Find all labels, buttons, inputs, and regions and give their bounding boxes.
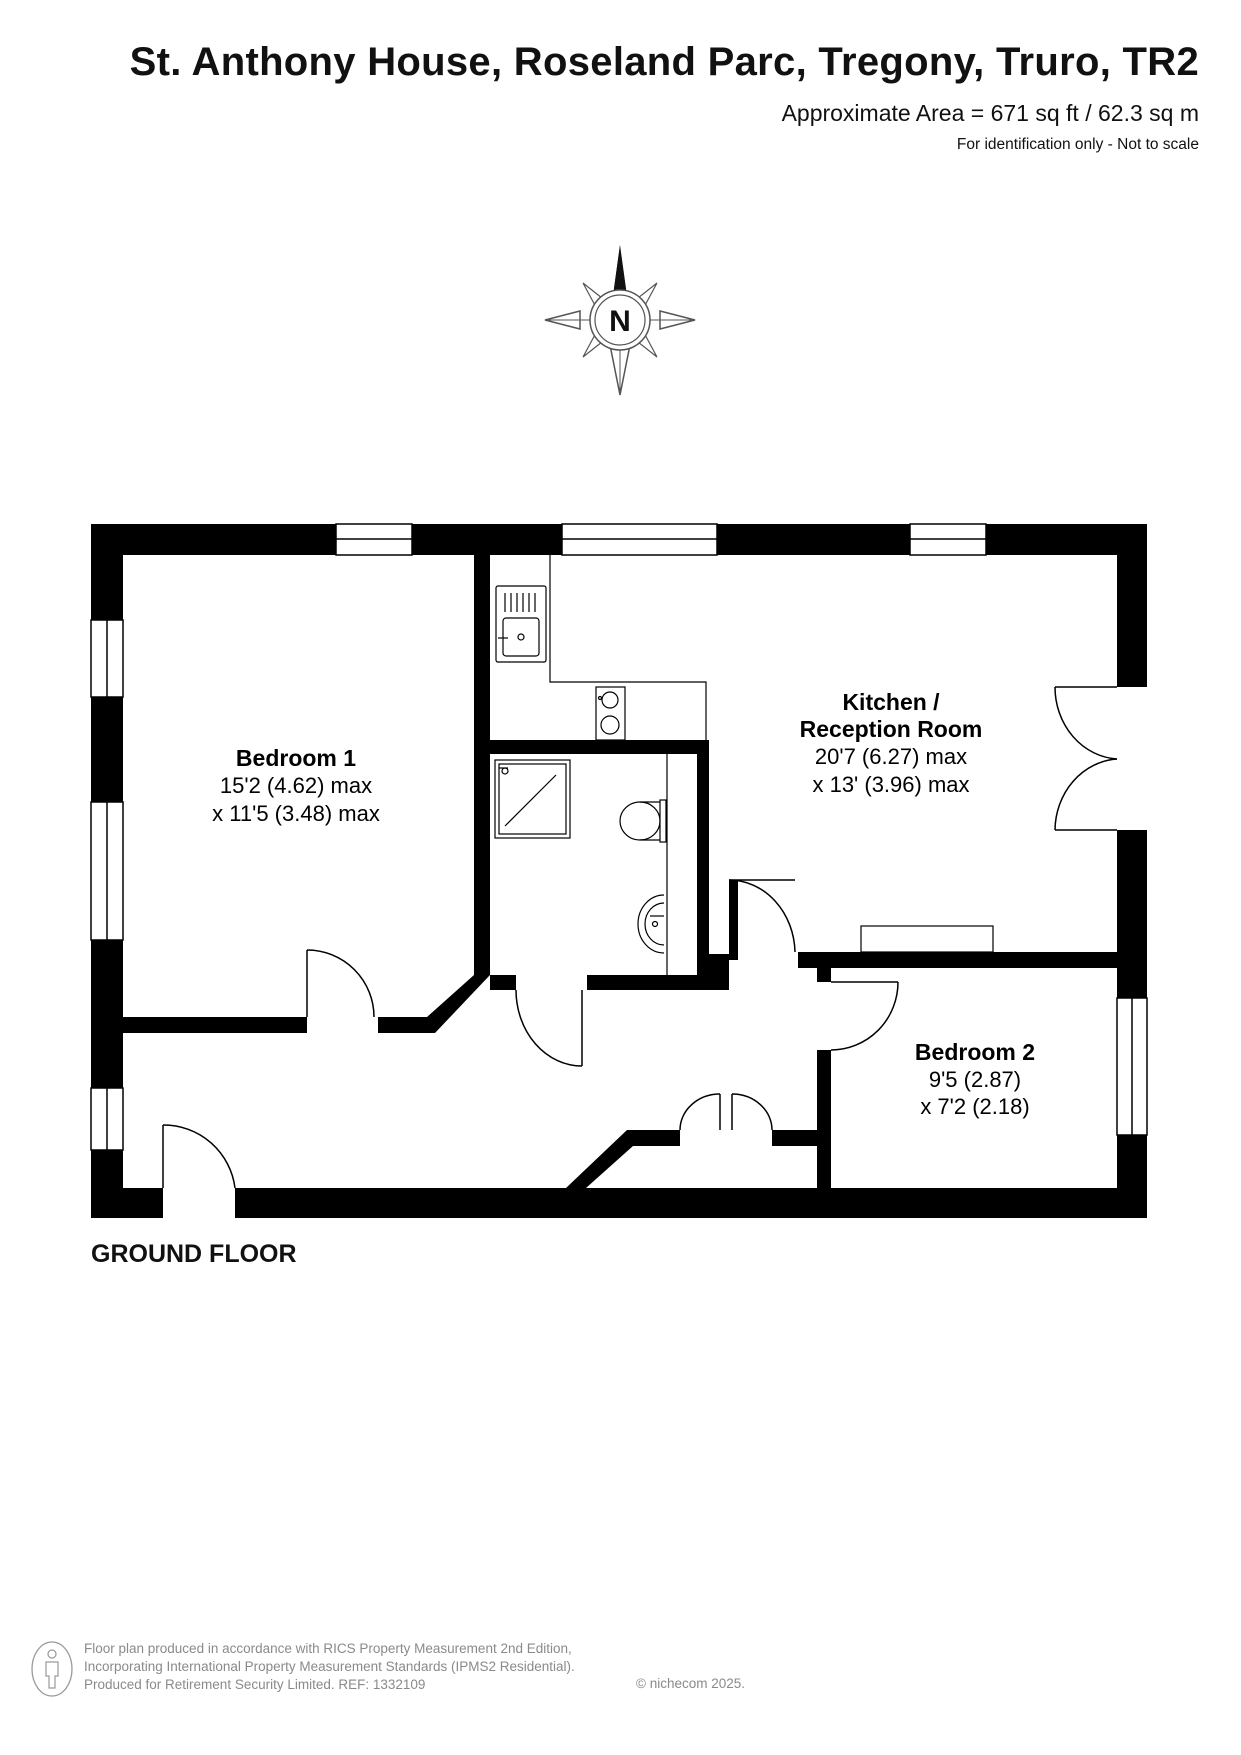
- identification-note: For identification only - Not to scale: [956, 136, 1199, 153]
- interior-walls: [123, 555, 1117, 1188]
- bedroom-1-dim-2: x 11'5 (3.48) max: [212, 801, 380, 826]
- kitchen-worktop: [549, 555, 707, 740]
- toilet-icon: [619, 799, 667, 843]
- room-kitchen-label: Kitchen / Reception Room 20'7 (6.27) max…: [800, 689, 983, 797]
- copyright: © nichecom 2025.: [636, 1676, 746, 1691]
- bedroom-2-name: Bedroom 2: [915, 1039, 1035, 1065]
- fireplace-hearth: [860, 925, 994, 953]
- kitchen-name-1: Kitchen /: [842, 689, 940, 715]
- footer-line-3: Produced for Retirement Security Limited…: [84, 1677, 426, 1692]
- bedroom-2-dim-2: x 7'2 (2.18): [920, 1094, 1029, 1119]
- room-bedroom-1-label: Bedroom 1 15'2 (4.62) max x 11'5 (3.48) …: [212, 745, 380, 826]
- windows: [90, 523, 1148, 1151]
- footer-notes: Floor plan produced in accordance with R…: [84, 1640, 575, 1694]
- basin-icon: [637, 894, 665, 954]
- hob-icon: [595, 686, 626, 741]
- person-logo-icon: [31, 1641, 73, 1697]
- kitchen-name-2: Reception Room: [800, 716, 983, 742]
- compass-north-label: N: [609, 305, 631, 338]
- kitchen-dim-2: x 13' (3.96) max: [812, 772, 969, 797]
- approximate-area: Approximate Area = 671 sq ft / 62.3 sq m: [781, 100, 1199, 126]
- shower-tray-icon: [494, 759, 571, 839]
- page-title: St. Anthony House, Roseland Parc, Tregon…: [129, 40, 1199, 84]
- exterior-walls: [91, 524, 1147, 1218]
- bedroom-1-dim-1: 15'2 (4.62) max: [220, 773, 372, 798]
- footer-line-1: Floor plan produced in accordance with R…: [84, 1641, 572, 1656]
- floor-label: GROUND FLOOR: [91, 1240, 297, 1268]
- footer-line-2: Incorporating International Property Mea…: [84, 1659, 575, 1674]
- doors: [162, 686, 1118, 1189]
- room-bedroom-2-label: Bedroom 2 9'5 (2.87) x 7'2 (2.18): [915, 1039, 1035, 1119]
- kitchen-dim-1: 20'7 (6.27) max: [815, 744, 967, 769]
- bedroom-1-name: Bedroom 1: [236, 745, 356, 771]
- compass-rose-icon: N: [544, 245, 696, 396]
- bedroom-2-dim-1: 9'5 (2.87): [929, 1067, 1021, 1092]
- sink-icon: [495, 585, 547, 663]
